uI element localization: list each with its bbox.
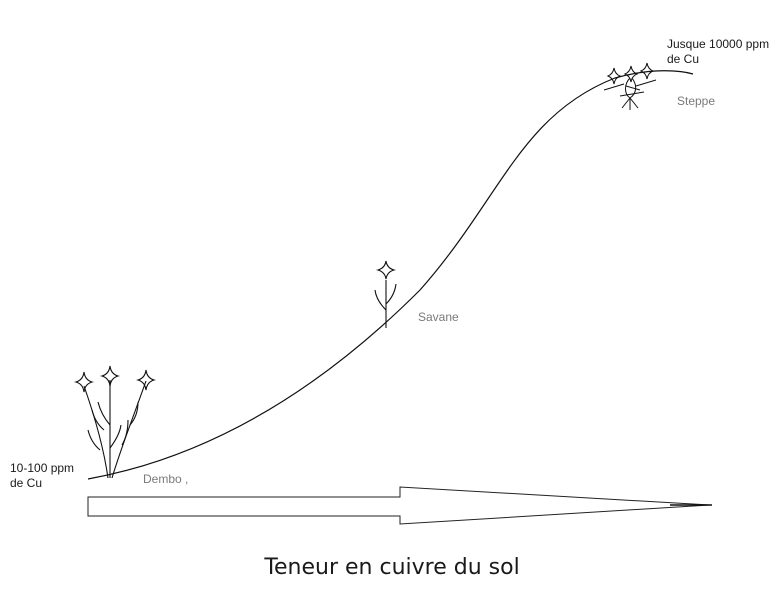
dembo-label: Dembo , [143, 472, 189, 486]
single-plant-icon [374, 260, 397, 328]
copper-gradient-curve [87, 70, 694, 480]
low-copper-label-line1: 10-100 ppm [10, 461, 75, 475]
bushy-plant-icon [603, 62, 657, 110]
high-copper-label-line2: de Cu [667, 52, 700, 66]
savane-label: Savane [418, 310, 459, 324]
high-copper-label-line1: Jusque 10000 ppm [667, 37, 770, 51]
low-copper-label-line2: de Cu [10, 476, 43, 490]
plant-cluster-icon [74, 365, 156, 479]
low-copper-label: 10-100 ppm de Cu [10, 461, 74, 491]
diagram-caption: Teneur en cuivre du sol [264, 555, 520, 580]
copper-content-arrow [87, 486, 711, 525]
high-copper-label: Jusque 10000 ppm de Cu [667, 37, 769, 67]
steppe-label: Steppe [677, 94, 716, 108]
